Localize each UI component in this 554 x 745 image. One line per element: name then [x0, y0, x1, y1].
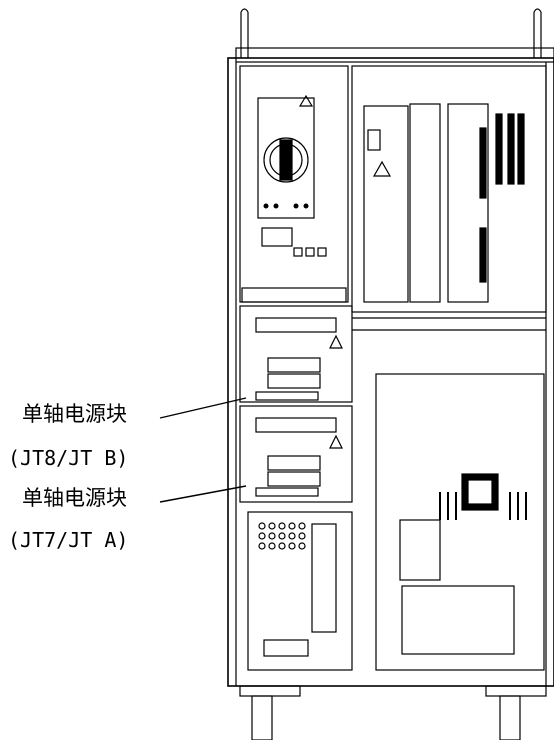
vent-grid: [258, 522, 306, 550]
lifting-eye-right: [533, 8, 542, 58]
callout-sublabel-jt7: (JT7/JT A): [8, 528, 129, 552]
main-breaker: [257, 97, 315, 219]
lifting-eye-left: [240, 8, 249, 58]
capacitor-group: [399, 519, 441, 581]
caster-right: [485, 685, 547, 741]
leader-line-jt7: [159, 485, 247, 503]
main-servo-board: [375, 373, 545, 671]
callout-sublabel-jt8: (JT8/JT B): [8, 446, 129, 470]
cabinet-frame: [227, 57, 554, 687]
io-board: [447, 103, 489, 303]
leader-line-jt8: [159, 397, 247, 419]
breaker-panel: [239, 65, 349, 303]
single-axis-power-block-jt7: [239, 405, 353, 503]
callout-label-jt7: 单轴电源块: [22, 486, 127, 510]
lower-power-unit: [247, 511, 353, 671]
power-supply-unit: [363, 105, 409, 303]
callout-label-jt8: 单轴电源块: [22, 402, 127, 426]
caster-left: [239, 685, 301, 741]
controller-board-area: [351, 65, 547, 313]
cpu-board: [409, 103, 441, 303]
single-axis-power-block-jt8: [239, 305, 353, 403]
top-frame: [235, 47, 554, 63]
